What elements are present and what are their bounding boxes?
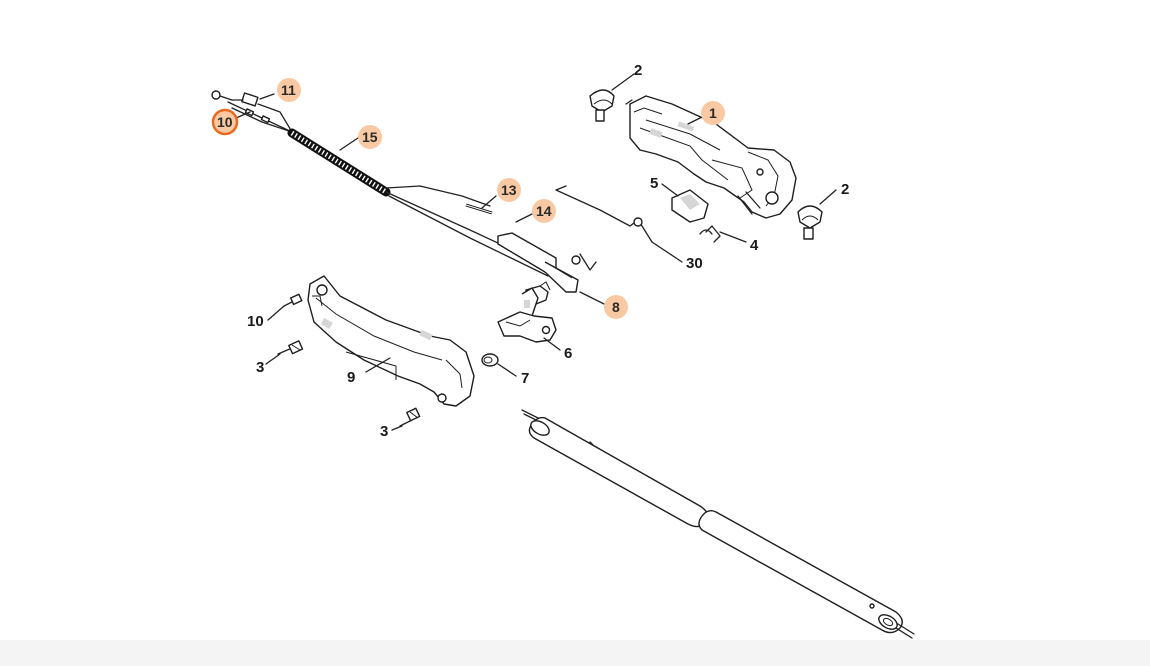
part-13-rod [465, 203, 493, 215]
callout-3-upper[interactable]: 3 [256, 359, 264, 376]
callout-30[interactable]: 30 [686, 255, 703, 272]
callout-8[interactable]: 8 [604, 295, 628, 319]
callout-3-lower[interactable]: 3 [380, 423, 388, 440]
callouts: 2 2 5 4 30 6 7 10 3 9 3 1 11 11 10 15 [211, 62, 849, 440]
callout-7[interactable]: 7 [521, 370, 529, 387]
callout-11-selected[interactable]: 11 10 [211, 108, 239, 136]
part-2-clamp-right [797, 205, 823, 240]
svg-text:8: 8 [612, 299, 620, 315]
part-7-ring [481, 353, 499, 367]
callout-4[interactable]: 4 [750, 237, 759, 254]
part-1-handle-housing [625, 95, 797, 219]
callout-10[interactable]: 10 [247, 313, 264, 330]
svg-text:14: 14 [536, 203, 552, 219]
bottom-shade [0, 640, 1150, 666]
callout-12[interactable]: 11 [277, 78, 301, 102]
svg-text:11: 11 [281, 82, 296, 98]
part-6-trigger [497, 287, 557, 343]
callout-15[interactable]: 15 [358, 125, 382, 149]
drive-tube [521, 409, 915, 639]
callout-9[interactable]: 9 [347, 369, 355, 386]
callout-14[interactable]: 14 [532, 199, 556, 223]
screw-3-lower [399, 407, 421, 427]
screw-10 [283, 293, 303, 307]
part-9-rear-handle [307, 275, 475, 407]
callout-6[interactable]: 6 [564, 345, 572, 362]
part-2-clamp-left [589, 89, 615, 122]
part-14-lever [497, 232, 597, 293]
part-5-switch [671, 189, 709, 223]
callout-5[interactable]: 5 [650, 175, 658, 192]
callout-11-label: 10 [217, 114, 233, 130]
svg-text:15: 15 [362, 129, 378, 145]
svg-text:1: 1 [709, 105, 717, 121]
callout-1[interactable]: 1 [701, 101, 725, 125]
callout-2-right[interactable]: 2 [841, 181, 849, 198]
leader-lines [235, 73, 837, 431]
part-30-spring-wire [555, 185, 653, 243]
part-4-spring [699, 225, 721, 243]
screw-3-upper [277, 340, 304, 355]
callout-2-left[interactable]: 2 [634, 62, 642, 79]
callout-13[interactable]: 13 [497, 178, 521, 202]
svg-text:13: 13 [501, 182, 517, 198]
